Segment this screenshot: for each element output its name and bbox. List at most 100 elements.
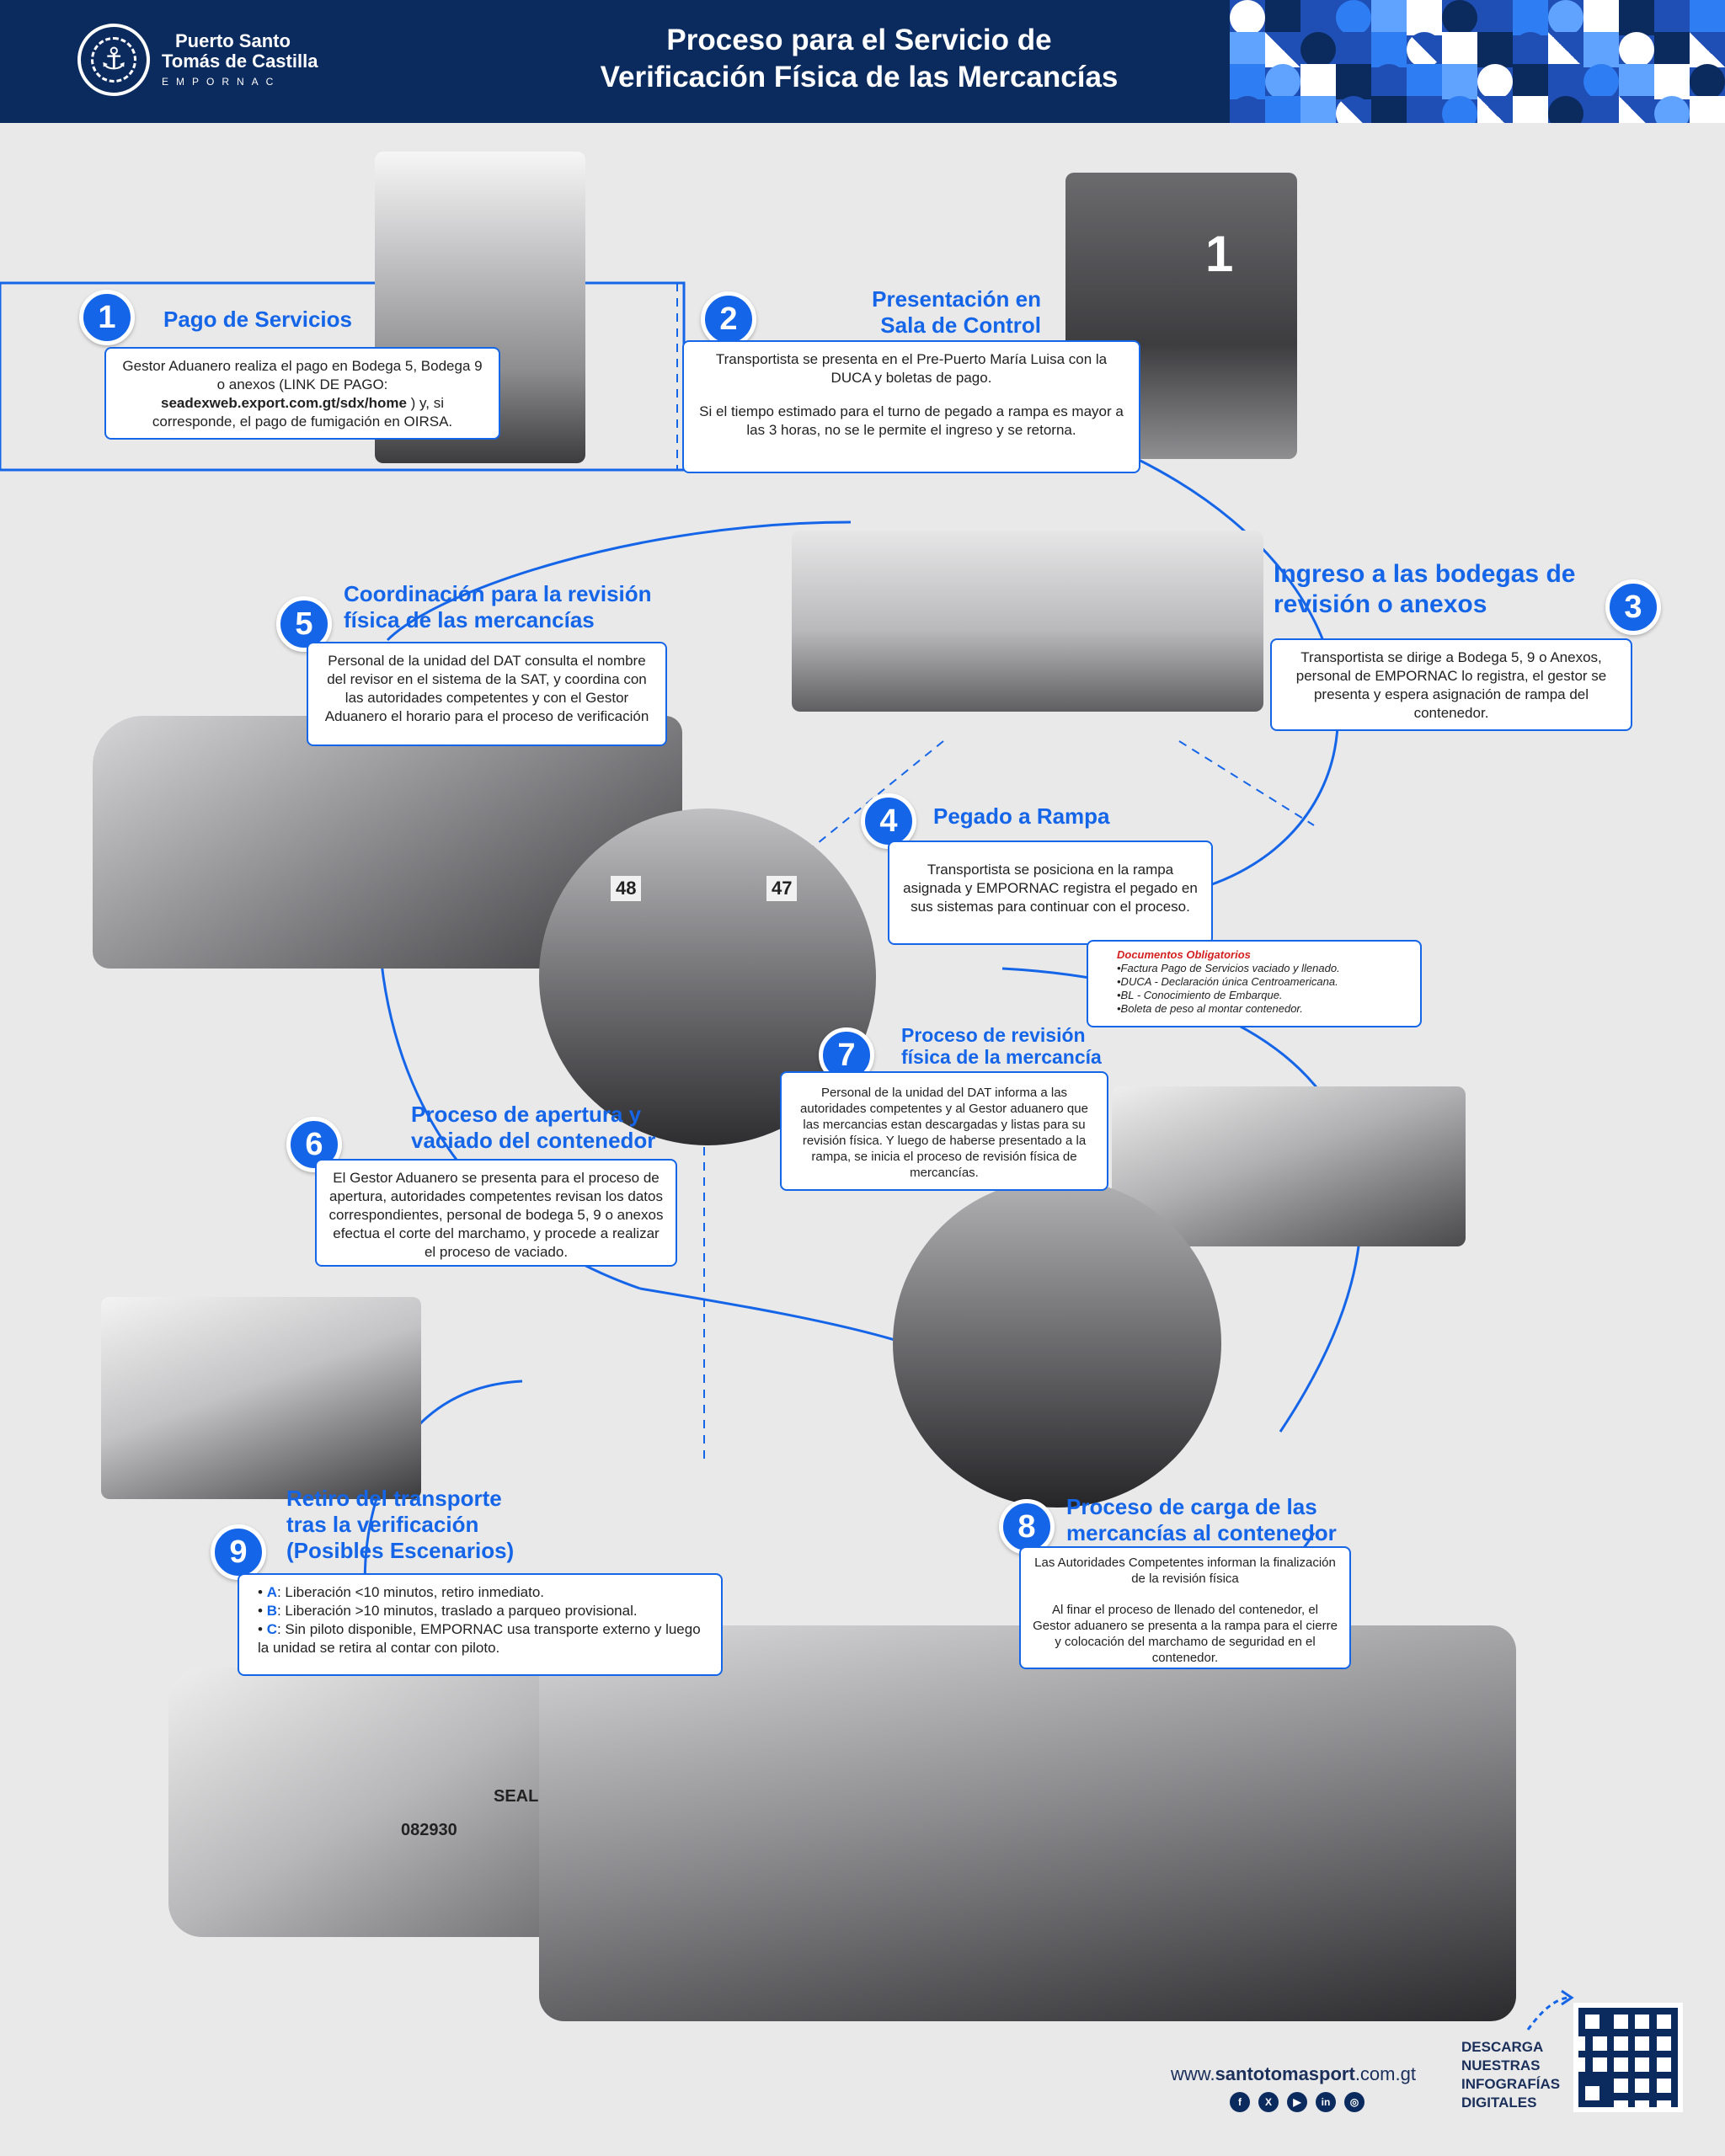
linkedin-icon[interactable]: in [1316,2092,1336,2112]
qr-module [1670,2064,1678,2072]
pattern-tile [1230,96,1265,123]
x-icon[interactable]: X [1258,2092,1279,2112]
step-8-title: Proceso de carga de las mercancías al co… [1066,1494,1337,1546]
website-link[interactable]: www.santotomasport.com.gt [1171,2063,1416,2085]
qr-module [1621,2021,1628,2030]
qr-module [1585,2057,1593,2065]
pattern-tile [1583,64,1619,99]
step-6-title: Proceso de apertura y vaciado del conten… [411,1102,655,1154]
qr-module [1614,2043,1621,2051]
pattern-tile [1265,0,1300,35]
qr-module [1628,2050,1636,2057]
page-title: Proceso para el Servicio de Verificación… [539,22,1179,96]
youtube-icon[interactable]: ▶ [1287,2092,1307,2112]
qr-module [1670,2021,1678,2030]
qr-module [1635,2085,1642,2094]
qr-module [1592,2057,1600,2065]
document-item: •Boleta de peso al montar contenedor. [1117,1002,1303,1015]
step-2-title-line1: Presentación en [872,286,1041,312]
qr-module [1621,2079,1628,2086]
qr-module [1642,2079,1650,2086]
scenario-text: : Liberación >10 minutos, traslado a par… [276,1603,638,1619]
qr-module [1606,2093,1615,2100]
qr-module [1621,2015,1628,2022]
qr-module [1614,2050,1621,2057]
qr-module [1606,2071,1615,2079]
pattern-tile [1619,64,1654,99]
qr-module [1621,2093,1628,2100]
document-item: •BL - Conocimiento de Embarque. [1117,989,1283,1001]
qr-module [1670,2043,1678,2051]
booth-number: 1 [1205,226,1234,282]
step-4-number: 4 [861,793,916,849]
qr-module [1621,2085,1628,2094]
qr-module [1628,2064,1636,2072]
qr-module [1614,2071,1621,2079]
qr-module [1614,2079,1621,2086]
qr-module [1578,2036,1586,2044]
pattern-tile [1654,96,1690,123]
qr-module [1599,2085,1607,2094]
qr-module [1585,2064,1593,2072]
qr-module [1592,2100,1600,2107]
qr-module [1578,2079,1586,2086]
pattern-tile [1371,64,1407,99]
scenario-b: • B: Liberación >10 minutos, traslado a … [258,1603,638,1619]
step-5-title-line2: física de las mercancías [344,607,595,632]
qr-module [1592,2008,1600,2015]
pattern-tile [1407,32,1442,67]
pattern-tile [1583,96,1619,123]
qr-module [1592,2064,1600,2072]
qr-module [1585,2021,1593,2030]
qr-module [1628,2029,1636,2036]
qr-module [1614,2100,1621,2107]
pattern-tile [1300,64,1336,99]
qr-code-grid [1578,2008,1678,2107]
pattern-tile [1619,96,1654,123]
qr-module [1578,2085,1586,2094]
download-line1: DESCARGA [1461,2039,1544,2055]
qr-code-icon[interactable] [1573,2003,1683,2112]
instagram-icon[interactable]: ◎ [1344,2092,1365,2112]
security-seal-photo: SEALED 082930 [168,1668,606,1937]
qr-module [1585,2043,1593,2051]
download-line3: INFOGRAFÍAS [1461,2076,1561,2092]
document-item: •Factura Pago de Servicios vaciado y lle… [1117,962,1340,974]
step-9-title: Retiro del transporte tras la verificaci… [286,1486,514,1564]
qr-module [1642,2043,1650,2051]
qr-module [1642,2085,1650,2094]
qr-module [1592,2021,1600,2030]
step-3-title-line1: Ingreso a las bodegas de [1274,560,1576,588]
step-2-title: Presentación en Sala de Control [792,286,1041,339]
step-2-description: Transportista se presenta en el Pre-Puer… [682,340,1140,473]
qr-module [1664,2015,1671,2022]
qr-module [1635,2021,1642,2030]
pattern-tile [1442,32,1477,67]
payment-link[interactable]: seadexweb.export.com.gt/sdx/home [161,395,407,411]
qr-module [1664,2050,1671,2057]
qr-module [1614,2093,1621,2100]
step-3-description: Transportista se dirige a Bodega 5, 9 o … [1270,638,1632,731]
anchor-icon: ⚓ [99,42,128,77]
qr-module [1599,2036,1607,2044]
qr-module [1578,2043,1586,2051]
qr-module [1642,2057,1650,2065]
step-8-paragraph-1: Las Autoridades Competentes informan la … [1034,1556,1336,1586]
qr-module [1642,2093,1650,2100]
step-5-description: Personal de la unidad del DAT consulta e… [307,642,667,746]
scenario-c: • C: Sin piloto disponible, EMPORNAC usa… [258,1621,701,1656]
qr-module [1606,2079,1615,2086]
qr-module [1670,2079,1678,2086]
step-4-title: Pegado a Rampa [933,803,1110,829]
pattern-tile [1336,96,1371,123]
qr-module [1592,2093,1600,2100]
step-8-description: Las Autoridades Competentes informan la … [1019,1546,1351,1669]
page-title-line2: Verificación Física de las Mercancías [600,61,1119,93]
qr-module [1649,2050,1657,2057]
facebook-icon[interactable]: f [1230,2092,1250,2112]
qr-module [1649,2100,1657,2107]
qr-module [1606,2021,1615,2030]
pattern-tile [1513,0,1548,35]
qr-module [1656,2085,1664,2094]
step-9-title-line2: tras la verificación [286,1512,479,1537]
